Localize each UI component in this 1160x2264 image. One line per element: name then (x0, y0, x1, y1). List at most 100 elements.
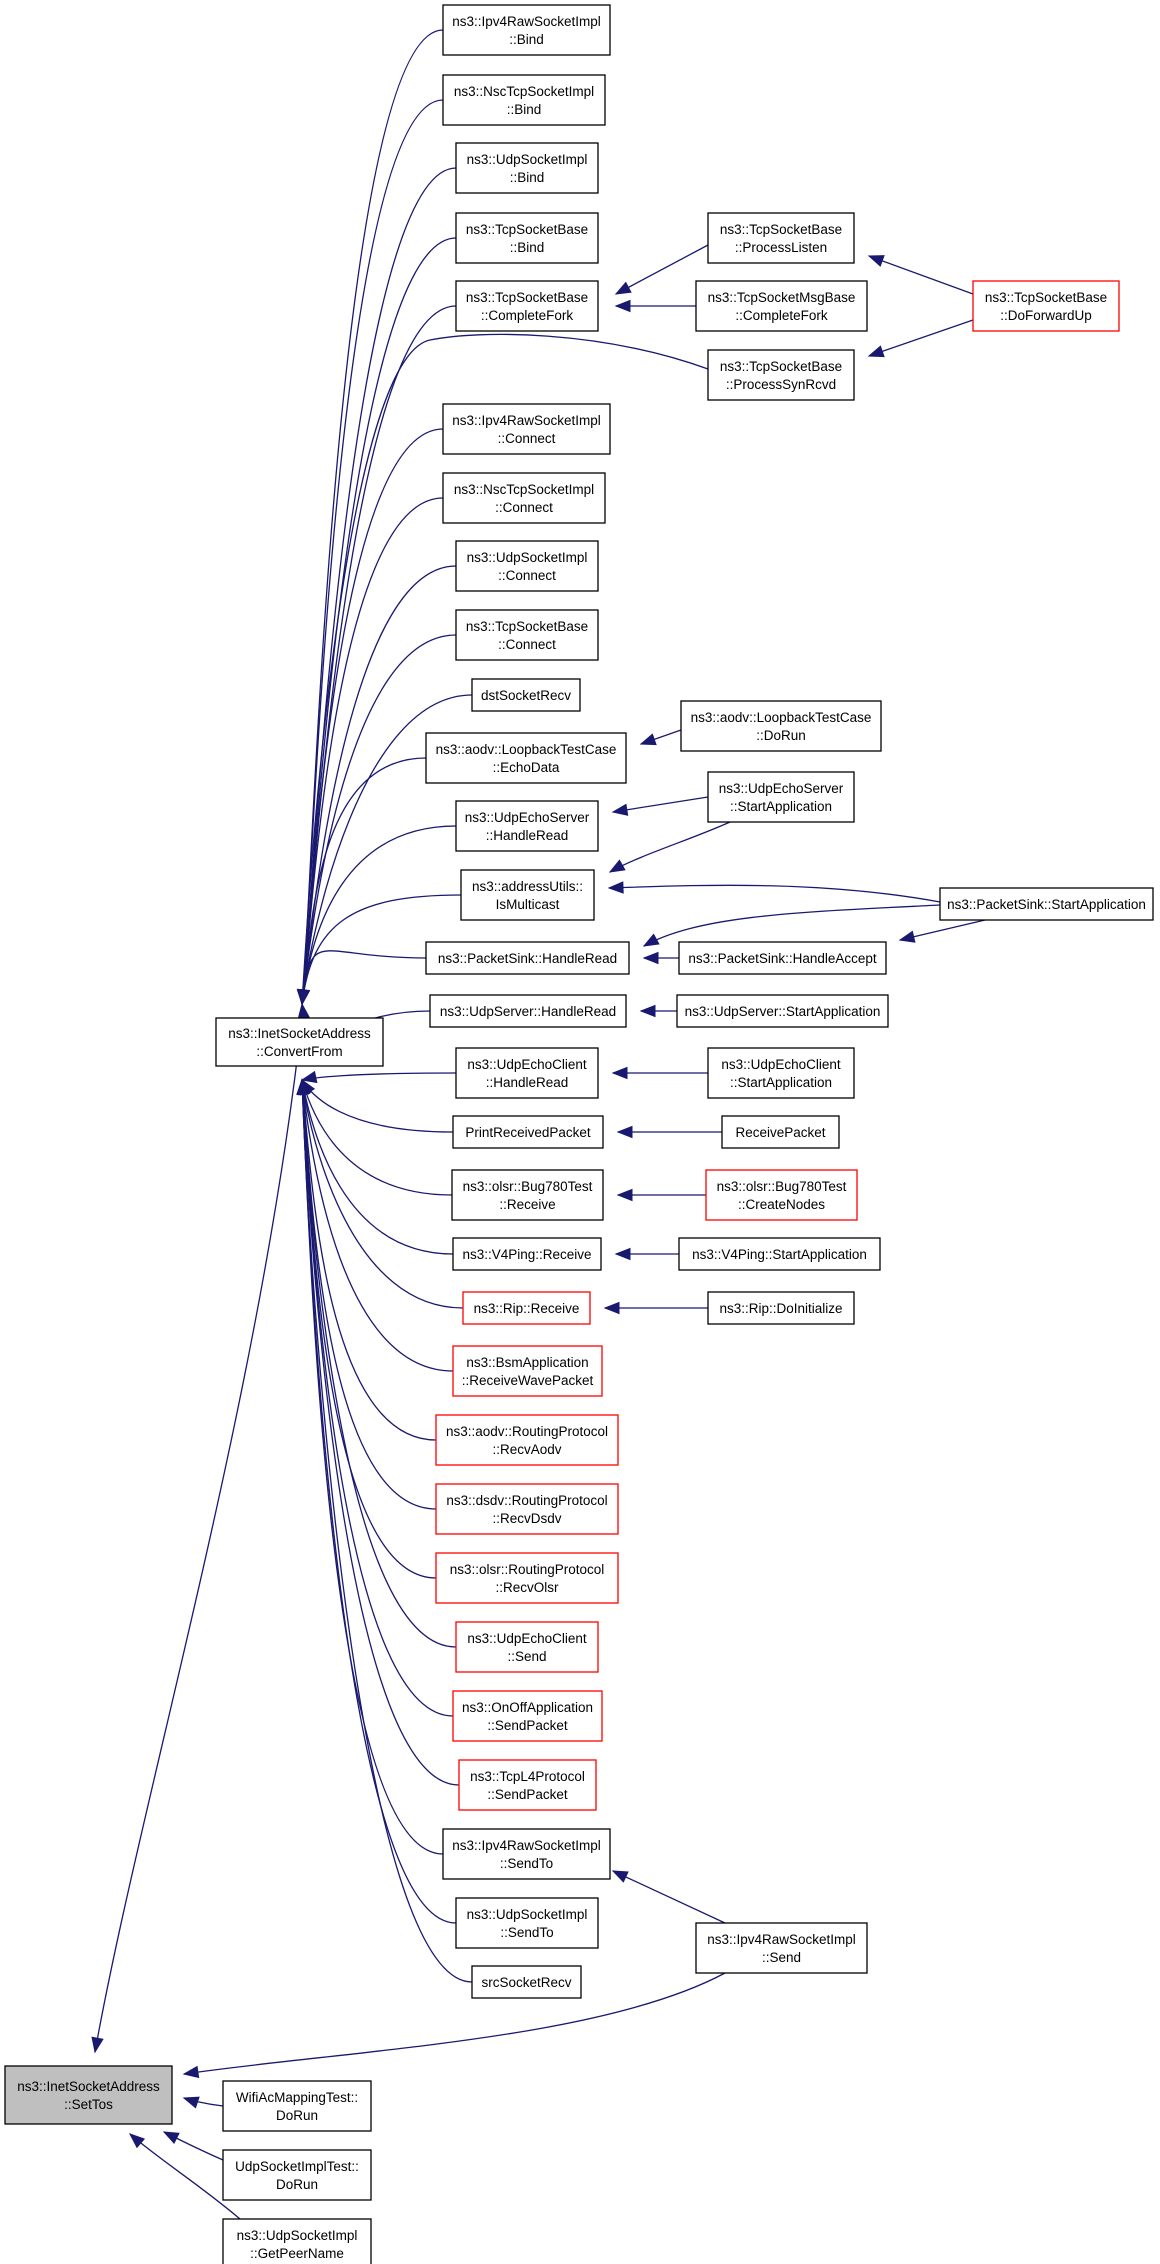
node-udpconnect[interactable]: ns3::UdpSocketImpl::Connect (455, 540, 599, 592)
node-udpbind[interactable]: ns3::UdpSocketImpl::Bind (455, 142, 599, 194)
node-tcpconnect[interactable]: ns3::TcpSocketBase::Connect (455, 609, 599, 661)
edge-line (301, 1079, 437, 1441)
node-echoserverread[interactable]: ns3::UdpEchoServer::HandleRead (455, 800, 599, 852)
node-label: ReceivePacket (735, 1125, 825, 1140)
edge-echoclientsend-to-convert (296, 1078, 457, 1648)
node-getpeername[interactable]: ns3::UdpSocketImpl::GetPeerName (222, 2218, 372, 2264)
node-ipv4connect[interactable]: ns3::Ipv4RawSocketImpl::Connect (442, 403, 611, 455)
node-echoserverstart[interactable]: ns3::UdpEchoServer::StartApplication (707, 771, 855, 823)
node-completefork[interactable]: ns3::TcpSocketBase::CompleteFork (455, 280, 599, 332)
node-udpsendto[interactable]: ns3::UdpSocketImpl::SendTo (455, 1897, 599, 1949)
node-v4pingrecv[interactable]: ns3::V4Ping::Receive (452, 1237, 602, 1271)
node-aodvrecv[interactable]: ns3::aodv::RoutingProtocol::RecvAodv (435, 1414, 619, 1466)
node-udpimpltest[interactable]: UdpSocketImplTest::DoRun (222, 2149, 372, 2201)
node-convert[interactable]: ns3::InetSocketAddress::ConvertFrom (215, 1017, 384, 1067)
node-box (222, 2149, 372, 2201)
node-box (442, 1828, 611, 1880)
node-nscbind[interactable]: ns3::NscTcpSocketImpl::Bind (442, 74, 606, 126)
edge-arrowhead (614, 281, 632, 295)
node-box (425, 941, 630, 975)
node-loopbackdorun[interactable]: ns3::aodv::LoopbackTestCase::DoRun (680, 700, 882, 752)
node-processsynrcvd[interactable]: ns3::TcpSocketBase::ProcessSynRcvd (707, 349, 855, 401)
node-label: ns3::UdpSocketImpl (467, 1907, 588, 1922)
node-box (452, 1690, 603, 1742)
node-processlisten[interactable]: ns3::TcpSocketBase::ProcessListen (707, 212, 855, 264)
node-label: ::DoForwardUp (1000, 308, 1092, 323)
edge-udpserverstart-to-udpserverread (639, 1004, 677, 1018)
edge-loopbackdorun-to-echodata (639, 729, 682, 746)
node-nscconnect[interactable]: ns3::NscTcpSocketImpl::Connect (442, 472, 606, 524)
node-label: UdpSocketImplTest:: (235, 2159, 359, 2174)
node-label: ::ReceiveWavePacket (462, 1373, 594, 1388)
edge-line (301, 1079, 473, 1983)
edge-ipv4bind-to-convert (297, 29, 444, 1006)
edge-line (612, 796, 709, 813)
edge-arrowhead (296, 1078, 309, 1095)
edge-line (301, 1079, 437, 1510)
node-udpserverread[interactable]: ns3::UdpServer::HandleRead (429, 994, 627, 1028)
node-box (707, 771, 855, 823)
edge-msgcompletefork-to-completefork (614, 299, 696, 313)
node-v4pingstart[interactable]: ns3::V4Ping::StartApplication (678, 1237, 881, 1271)
edge-sinkread-to-convert (297, 950, 427, 1006)
node-label: ::SetTos (64, 2097, 113, 2112)
node-label: ns3::OnOffApplication (462, 1700, 593, 1715)
node-olsrrecv[interactable]: ns3::olsr::RoutingProtocol::RecvOlsr (435, 1552, 619, 1604)
node-echoclientstart[interactable]: ns3::UdpEchoClient::StartApplication (707, 1047, 855, 1099)
node-box (460, 869, 595, 921)
edge-line (301, 1079, 453, 1196)
node-box (707, 1047, 855, 1099)
node-bug780recv[interactable]: ns3::olsr::Bug780Test::Receive (451, 1169, 604, 1221)
node-label: ::Receive (499, 1197, 555, 1212)
node-label: ::Send (762, 1950, 801, 1965)
node-dsdvrecv[interactable]: ns3::dsdv::RoutingProtocol::RecvDsdv (435, 1483, 619, 1535)
node-echodata[interactable]: ns3::aodv::LoopbackTestCase::EchoData (425, 732, 627, 784)
node-box (680, 700, 882, 752)
node-echoclientsend[interactable]: ns3::UdpEchoClient::Send (455, 1621, 599, 1673)
node-label: ns3::Ipv4RawSocketImpl (707, 1932, 856, 1947)
node-box (707, 1291, 855, 1325)
node-box (972, 280, 1120, 332)
node-bsmwave[interactable]: ns3::BsmApplication::ReceiveWavePacket (452, 1345, 603, 1397)
node-ismulticast[interactable]: ns3::addressUtils::IsMulticast (460, 869, 595, 921)
node-sinkread[interactable]: ns3::PacketSink::HandleRead (425, 941, 630, 975)
node-ipv4sendto[interactable]: ns3::Ipv4RawSocketImpl::SendTo (442, 1828, 611, 1880)
node-msgcompletefork[interactable]: ns3::TcpSocketMsgBase::CompleteFork (695, 280, 868, 332)
node-echoclientread[interactable]: ns3::UdpEchoClient::HandleRead (455, 1047, 599, 1099)
edge-arrowhead (608, 859, 626, 873)
node-wifiac[interactable]: WifiAcMappingTest::DoRun (222, 2080, 372, 2132)
node-doforwardup[interactable]: ns3::TcpSocketBase::DoForwardUp (972, 280, 1120, 332)
edge-udpsendto-to-convert (296, 1078, 457, 1924)
node-sinkaccept[interactable]: ns3::PacketSink::HandleAccept (678, 941, 887, 975)
node-dstrecv[interactable]: dstSocketRecv (471, 678, 581, 712)
node-label: ns3::TcpSocketBase (466, 619, 588, 634)
node-tcpl4send[interactable]: ns3::TcpL4Protocol::SendPacket (458, 1759, 597, 1811)
node-label: ns3::addressUtils:: (472, 879, 583, 894)
node-udpserverstart[interactable]: ns3::UdpServer::StartApplication (676, 994, 889, 1028)
node-box (939, 887, 1154, 921)
node-label: ns3::NscTcpSocketImpl (454, 482, 594, 497)
node-riprecv[interactable]: ns3::Rip::Receive (462, 1291, 591, 1325)
node-recvpacket[interactable]: ReceivePacket (721, 1115, 840, 1149)
node-tcpbind[interactable]: ns3::TcpSocketBase::Bind (455, 212, 599, 264)
edge-line (301, 1079, 460, 1786)
node-label: ::Bind (510, 170, 545, 185)
node-box (442, 403, 611, 455)
node-box (695, 280, 868, 332)
node-onoffsend[interactable]: ns3::OnOffApplication::SendPacket (452, 1690, 603, 1742)
node-label: ::RecvAodv (492, 1442, 561, 1457)
node-sinkstart[interactable]: ns3::PacketSink::StartApplication (939, 887, 1154, 921)
node-root[interactable]: ns3::InetSocketAddress::SetTos (4, 2065, 173, 2125)
node-srcrecv[interactable]: srcSocketRecv (471, 1965, 582, 1999)
edge-line (301, 1079, 454, 1372)
node-printrecv[interactable]: PrintReceivedPacket (452, 1115, 604, 1149)
node-ripinit[interactable]: ns3::Rip::DoInitialize (707, 1291, 855, 1325)
node-ipv4send[interactable]: ns3::Ipv4RawSocketImpl::Send (695, 1922, 868, 1974)
edge-line (899, 919, 986, 941)
node-bug780nodes[interactable]: ns3::olsr::Bug780Test::CreateNodes (705, 1169, 858, 1221)
edge-getpeername-to-root (128, 2133, 241, 2220)
node-ipv4bind[interactable]: ns3::Ipv4RawSocketImpl::Bind (442, 4, 611, 56)
edge-line (301, 1079, 454, 1255)
node-box (222, 2080, 372, 2132)
node-label: ::Bind (510, 240, 545, 255)
